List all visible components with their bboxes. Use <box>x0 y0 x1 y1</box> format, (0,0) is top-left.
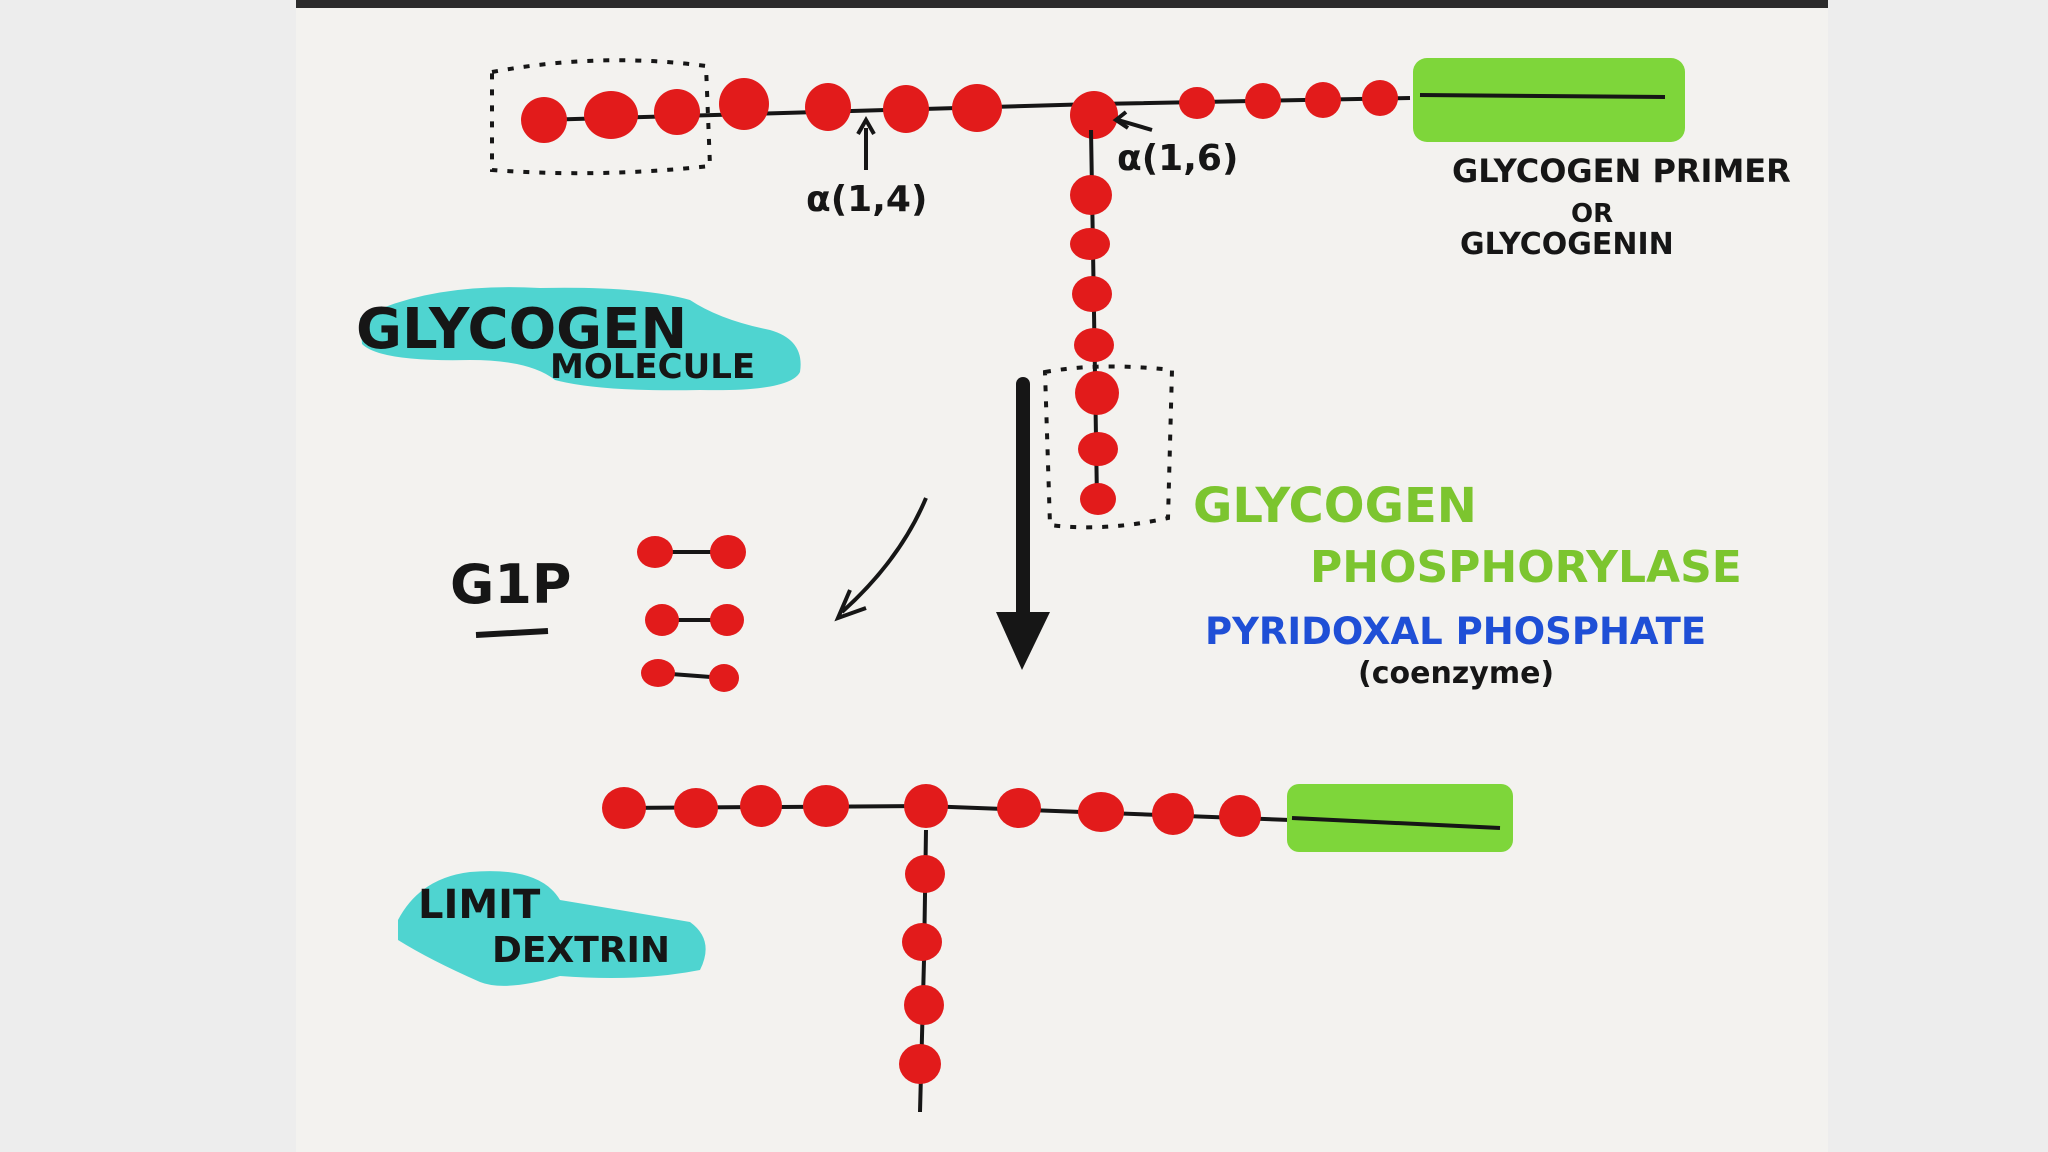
glucose-unit <box>1070 228 1110 260</box>
glucose-unit <box>645 604 679 636</box>
glycogen-primer-bar <box>1413 58 1685 142</box>
glucose-unit <box>1362 80 1398 116</box>
glucose-unit <box>719 78 769 130</box>
limit-dextrin-label-line1: LIMIT <box>418 882 541 928</box>
glycogen-molecule-label-line2: MOLECULE <box>550 347 755 387</box>
enzyme-label-line1: GLYCOGEN <box>1193 478 1477 534</box>
limit-dextrin: LIMIT DEXTRIN <box>398 784 1513 1113</box>
cyan-highlight <box>360 287 801 391</box>
primer-line <box>1419 93 1666 99</box>
glucose-unit <box>997 788 1041 828</box>
glucose-unit <box>1070 175 1112 215</box>
glucose-unit <box>674 788 718 828</box>
glycogen-molecule-label: GLYCOGEN MOLECULE <box>356 287 801 391</box>
glucose-unit <box>637 536 673 568</box>
glucose-unit <box>904 985 944 1025</box>
glucose-unit <box>902 923 942 961</box>
cofactor-label-line2: (coenzyme) <box>1358 656 1554 691</box>
primer-label-line1: GLYCOGEN PRIMER <box>1452 152 1791 190</box>
glucose-unit <box>805 83 851 131</box>
glucose-unit <box>1075 371 1119 415</box>
primer-label-line3: GLYCOGENIN <box>1460 227 1674 262</box>
cyan-highlight <box>398 871 706 986</box>
limit-dextrin-branch-units <box>899 855 945 1084</box>
branch-point-glucose-unit <box>1070 91 1118 139</box>
glycogen-molecule: α(1,4) α(1,6) <box>490 58 1685 530</box>
phosphorolysis-step: GLYCOGEN PHOSPHORYLASE PYRIDOXAL PHOSPHA… <box>834 377 1742 691</box>
reaction-arrowhead <box>996 612 1050 670</box>
branch-glucose-units <box>1070 175 1119 515</box>
glucose-unit <box>1219 795 1261 837</box>
glucose-1-phosphate-products: G1P <box>450 535 746 692</box>
glycogen-primer-caption: GLYCOGEN PRIMER OR GLYCOGENIN <box>1452 152 1791 262</box>
glucose-unit <box>1152 793 1194 835</box>
glucose-unit <box>883 85 929 133</box>
g1p-underline <box>475 628 549 638</box>
branch-point-glucose-unit <box>904 784 948 828</box>
glucose-unit <box>710 604 744 636</box>
alpha16-label: α(1,6) <box>1117 138 1238 179</box>
limit-dextrin-main-units <box>602 784 1261 837</box>
primer-label-line2: OR <box>1571 199 1613 229</box>
glucose-unit <box>803 785 849 827</box>
g1p-label: G1P <box>450 553 571 616</box>
glucose-unit <box>1080 483 1116 515</box>
glucose-unit <box>899 1044 941 1084</box>
primer-line <box>1291 816 1501 830</box>
glucose-unit <box>584 91 638 139</box>
alpha16-arrow <box>1117 118 1153 132</box>
glucose-unit <box>1078 792 1124 832</box>
glucose-unit <box>905 855 945 893</box>
top-edge <box>296 0 1828 8</box>
glycogen-molecule-label-line1: GLYCOGEN <box>356 297 687 362</box>
limit-dextrin-primer-bar <box>1287 784 1513 852</box>
cofactor-label-line1: PYRIDOXAL PHOSPHATE <box>1205 610 1706 653</box>
glucose-unit <box>654 89 700 135</box>
glucose-unit <box>1078 432 1118 466</box>
limit-dextrin-label-line2: DEXTRIN <box>492 930 670 971</box>
release-arrow <box>840 497 928 614</box>
alpha14-label: α(1,4) <box>806 179 927 220</box>
glucose-unit <box>1179 87 1215 119</box>
glucose-unit <box>710 535 746 569</box>
main-chain-glucose-units <box>521 78 1398 143</box>
glucose-unit <box>709 664 739 692</box>
glucose-unit <box>1245 83 1281 119</box>
glucose-unit <box>602 787 646 829</box>
glucose-unit <box>641 659 675 687</box>
glucose-unit <box>1305 82 1341 118</box>
enzyme-label-line2: PHOSPHORYLASE <box>1310 542 1742 593</box>
glucose-unit <box>740 785 782 827</box>
glucose-unit <box>521 97 567 143</box>
glucose-unit <box>1072 276 1112 312</box>
glucose-unit <box>1074 328 1114 362</box>
cleavage-dotted-box <box>1042 364 1175 530</box>
glucose-unit <box>952 84 1002 132</box>
